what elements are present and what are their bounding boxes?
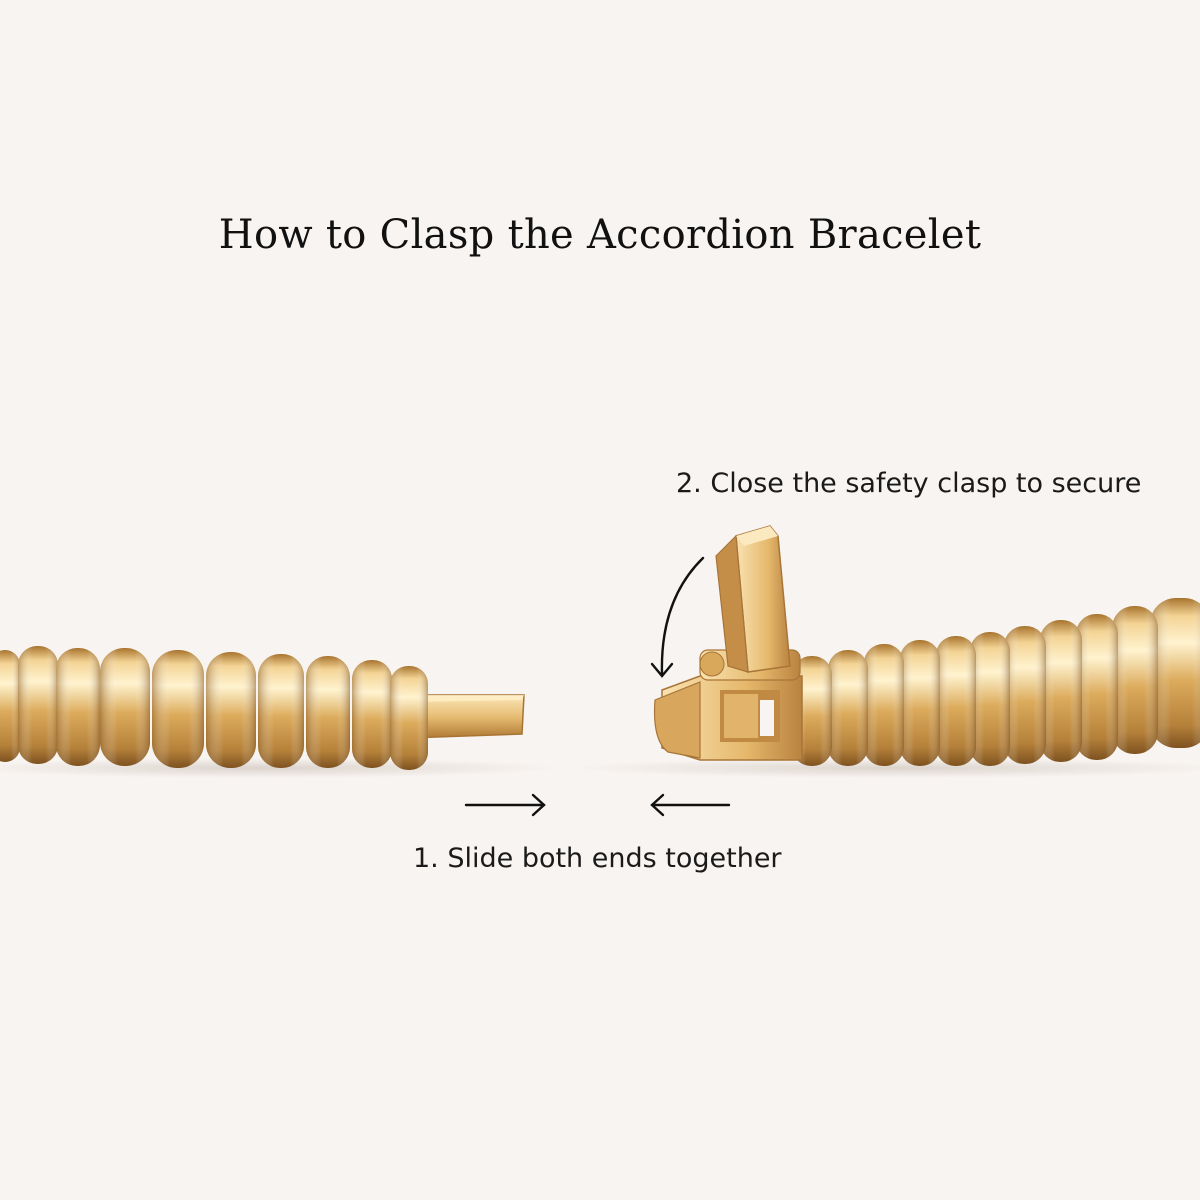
bracelet-left-end — [0, 646, 525, 770]
step-1-label: 1. Slide both ends together — [413, 843, 782, 874]
curved-arrow-down-icon — [650, 556, 705, 678]
arrow-left-icon — [650, 793, 731, 817]
step-2-label: 2. Close the safety clasp to secure — [676, 468, 1142, 499]
bracelet-right-end — [653, 525, 1200, 766]
page-title: How to Clasp the Accordion Bracelet — [218, 212, 982, 258]
arrow-right-icon — [464, 793, 546, 817]
